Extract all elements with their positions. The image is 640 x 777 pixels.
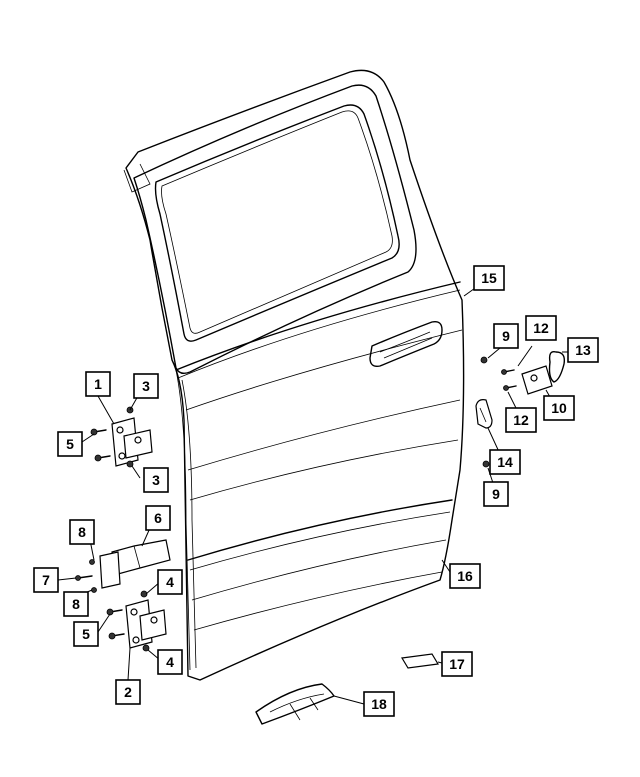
callout-16: 16 bbox=[449, 563, 481, 589]
callout-12: 12 bbox=[505, 407, 537, 433]
door-handle bbox=[369, 320, 443, 368]
callout-label: 8 bbox=[72, 596, 80, 612]
callout-label: 4 bbox=[166, 654, 174, 670]
callout-label: 9 bbox=[492, 486, 500, 502]
callout-label: 3 bbox=[152, 472, 160, 488]
callout-label: 2 bbox=[124, 684, 132, 700]
callout-label: 18 bbox=[371, 696, 387, 712]
callout-label: 17 bbox=[449, 656, 465, 672]
upper-hinge bbox=[90, 406, 153, 468]
lower-hinge bbox=[106, 590, 167, 652]
callout-label: 3 bbox=[142, 378, 150, 394]
callout-label: 6 bbox=[154, 510, 162, 526]
callout-18: 18 bbox=[363, 691, 395, 717]
callout-label: 12 bbox=[513, 412, 529, 428]
callout-label: 8 bbox=[78, 524, 86, 540]
callout-label: 12 bbox=[533, 320, 549, 336]
callout-label: 13 bbox=[575, 342, 591, 358]
callout-10: 10 bbox=[543, 395, 575, 421]
callout-label: 14 bbox=[497, 454, 513, 470]
callout-label: 5 bbox=[82, 626, 90, 642]
callout-5: 5 bbox=[73, 621, 99, 647]
callout-7: 7 bbox=[33, 567, 59, 593]
callout-3: 3 bbox=[143, 467, 169, 493]
callout-label: 9 bbox=[502, 328, 510, 344]
latch-parts bbox=[475, 351, 566, 468]
callout-8: 8 bbox=[69, 519, 95, 545]
callout-6: 6 bbox=[145, 505, 171, 531]
callout-label: 5 bbox=[66, 436, 74, 452]
callout-14: 14 bbox=[489, 449, 521, 475]
callout-8: 8 bbox=[63, 591, 89, 617]
callout-13: 13 bbox=[567, 337, 599, 363]
callout-label: 7 bbox=[42, 572, 50, 588]
callout-label: 10 bbox=[551, 400, 567, 416]
callout-9: 9 bbox=[483, 481, 509, 507]
door-check-strap bbox=[75, 539, 171, 593]
callout-17: 17 bbox=[441, 651, 473, 677]
callout-12: 12 bbox=[525, 315, 557, 341]
callout-label: 4 bbox=[166, 574, 174, 590]
callout-label: 16 bbox=[457, 568, 473, 584]
door-shell bbox=[123, 69, 465, 681]
callout-3: 3 bbox=[133, 373, 159, 399]
callout-5: 5 bbox=[57, 431, 83, 457]
callout-label: 15 bbox=[481, 270, 497, 286]
callout-4: 4 bbox=[157, 649, 183, 675]
callout-9: 9 bbox=[493, 323, 519, 349]
label-pads bbox=[255, 653, 439, 725]
callout-15: 15 bbox=[473, 265, 505, 291]
callout-1: 1 bbox=[85, 371, 111, 397]
callout-2: 2 bbox=[115, 679, 141, 705]
callout-label: 1 bbox=[94, 376, 102, 392]
callout-4: 4 bbox=[157, 569, 183, 595]
